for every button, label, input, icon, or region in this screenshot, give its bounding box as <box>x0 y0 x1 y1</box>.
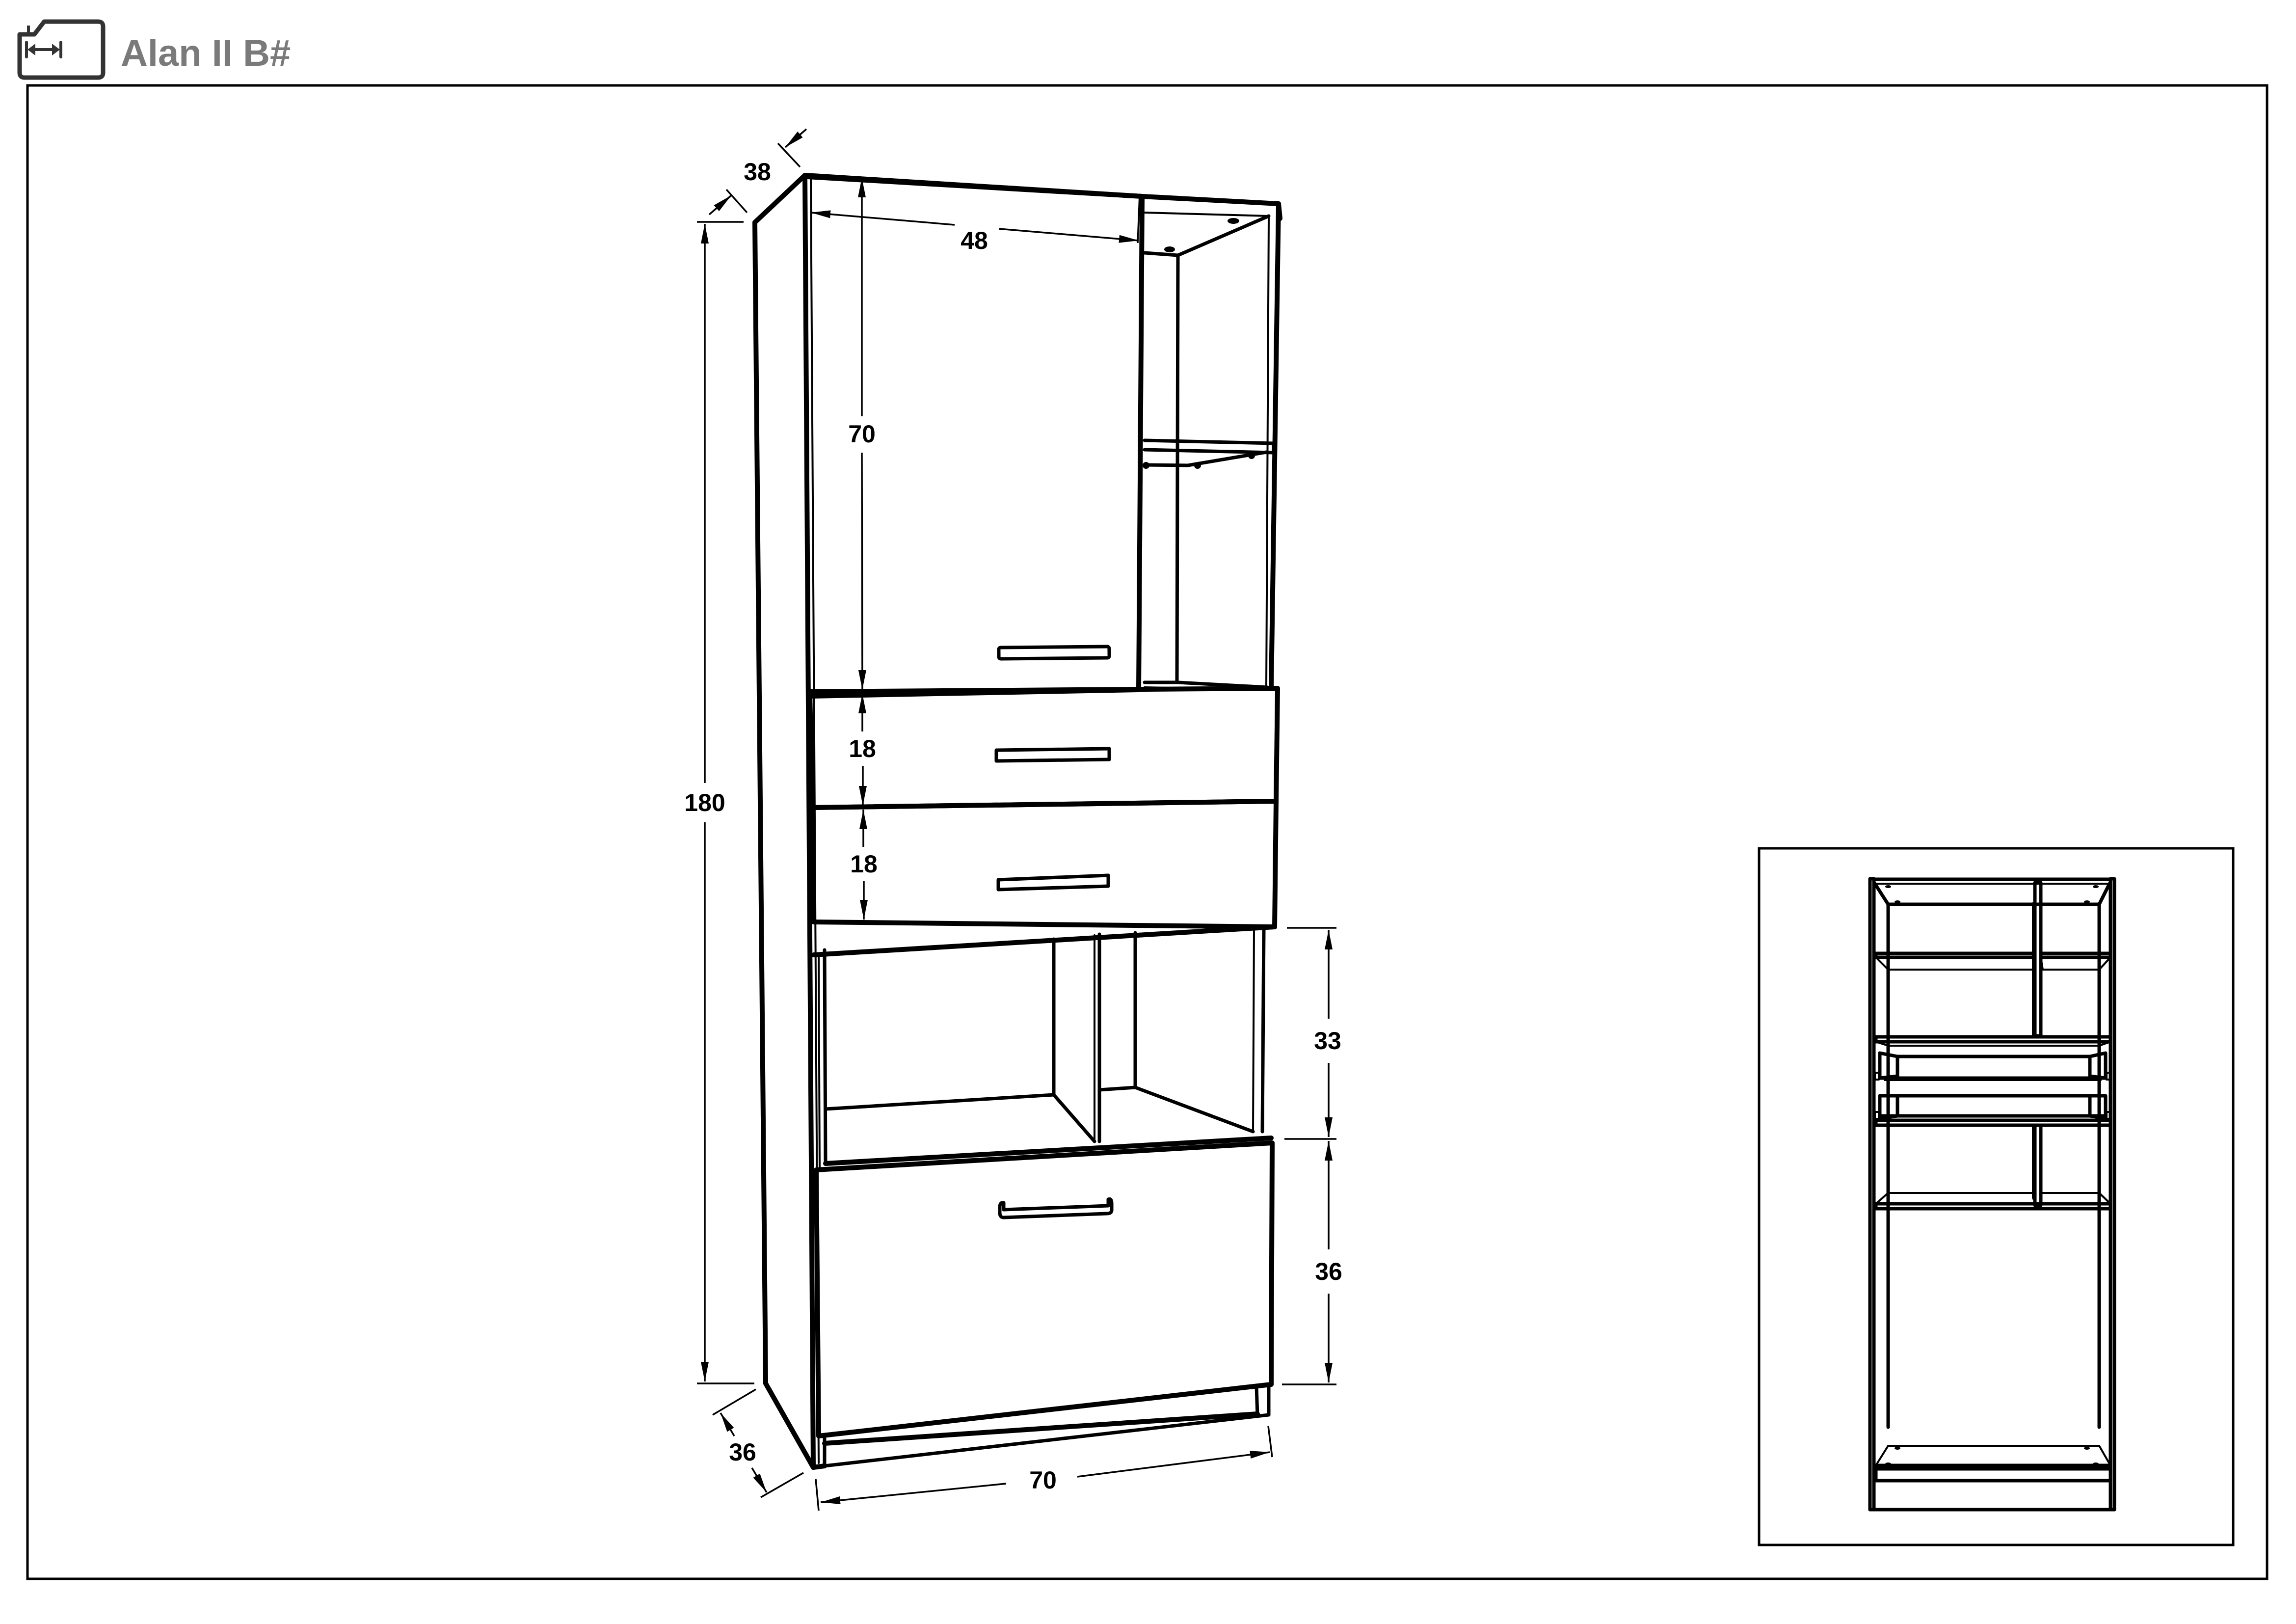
dim-total-height: 180 <box>684 789 725 816</box>
dim-niche-height: 33 <box>1314 1027 1341 1055</box>
dim-door-height: 70 <box>848 420 876 448</box>
open-niches <box>818 927 1274 1169</box>
cabinet-isometric-view <box>752 173 1282 1470</box>
plinth <box>811 1383 1271 1470</box>
upper-open-compartment <box>1143 212 1276 691</box>
dim-drawer-2-height: 18 <box>850 850 878 878</box>
main-drawing-frame <box>26 84 2269 1580</box>
inset-front-view <box>1758 847 2235 1546</box>
drawer-2-handle <box>996 873 1110 892</box>
inset-drawer-box-1 <box>1874 1051 2111 1081</box>
middle-shelf <box>1143 438 1276 455</box>
dim-depth-top: 38 <box>744 158 771 186</box>
dimension-annotations: 38 180 48 70 18 18 33 36 <box>684 128 1342 1511</box>
drawer-1 <box>807 686 1280 810</box>
page-title: Alan II B# <box>121 32 291 74</box>
bottom-drawer-handle <box>998 1197 1114 1219</box>
header: Alan II B# <box>17 19 291 80</box>
front-left-edge <box>802 173 816 1470</box>
drawer-2 <box>810 799 1279 957</box>
inset-frame <box>1758 847 2235 1546</box>
dim-drawer-1-height: 18 <box>849 735 876 762</box>
door-handle <box>997 645 1111 661</box>
side-panel-outline <box>752 173 816 1470</box>
dim-total-width: 70 <box>1029 1466 1057 1494</box>
dim-bottom-drawer-height: 36 <box>1315 1258 1342 1285</box>
dim-door-width: 48 <box>961 227 988 254</box>
bottom-drawer <box>814 1140 1275 1438</box>
inset-drawer-box-2 <box>1874 1094 2111 1120</box>
dim-depth-bottom: 36 <box>729 1438 756 1466</box>
drawer-1-handle <box>994 747 1111 763</box>
dimension-document-icon <box>17 19 106 80</box>
